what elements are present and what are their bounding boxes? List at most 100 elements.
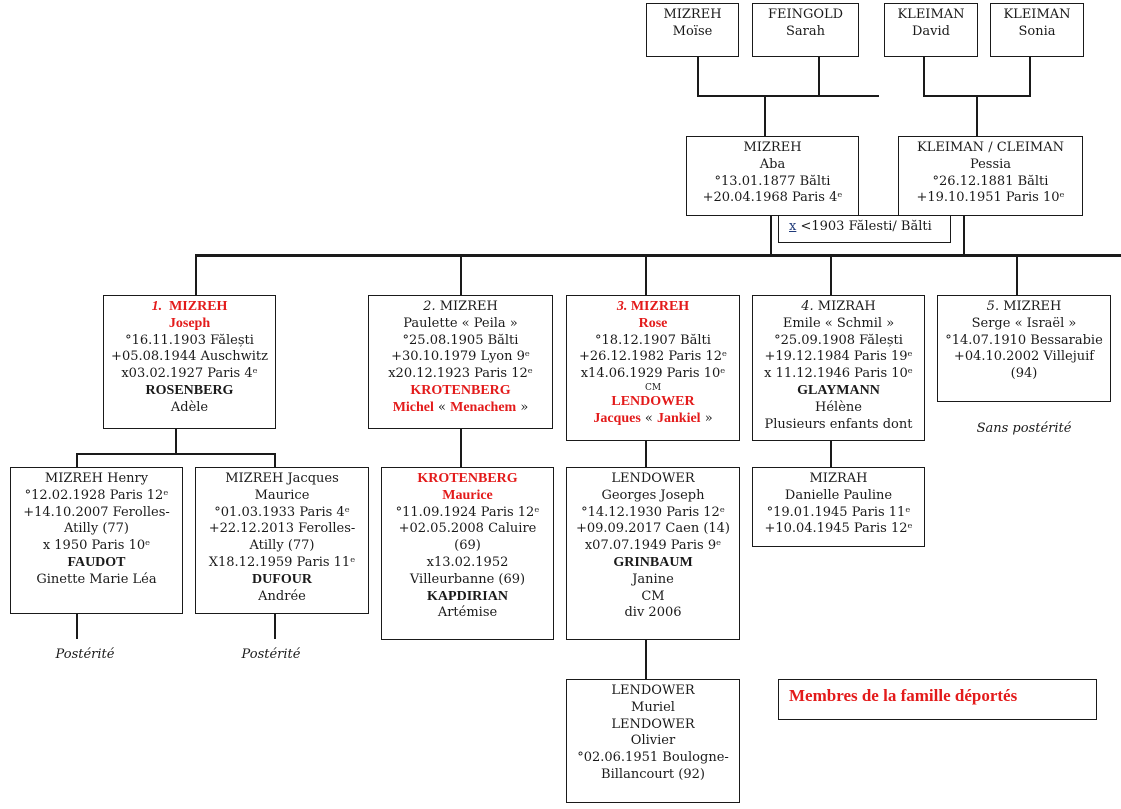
info-line: LENDOWER xyxy=(611,471,695,486)
surname: KLEIMAN / CLEIMAN xyxy=(917,140,1064,155)
marriage-text: <1903 Fălesti/ Bălti xyxy=(796,219,932,234)
info-line: Danielle Pauline xyxy=(784,487,893,503)
person-name: 1. MIZREH xyxy=(151,299,228,314)
footnote-sans-posterite: Sans postérité xyxy=(976,421,1072,436)
info-line: div 2006 xyxy=(624,605,682,621)
info-line: Muriel xyxy=(631,699,675,715)
person-box-emile-mizrah[interactable]: 4. MIZRAH Emile « Schmil » °25.09.1908 F… xyxy=(752,295,925,441)
info-line: +14.10.2007 Ferolles- xyxy=(23,504,170,520)
info-line: x 1950 Paris 10ᵉ xyxy=(42,538,151,554)
person-box-joseph-mizreh[interactable]: 1. MIZREH Joseph °16.11.1903 Fălești +05… xyxy=(103,295,276,429)
info-line: Georges Joseph xyxy=(601,487,705,503)
death: +05.08.1944 Auschwitz xyxy=(111,349,268,365)
spouse-given: Ginette Marie Léa xyxy=(36,571,157,587)
person-box-david-kleiman[interactable]: KLEIMAN David xyxy=(884,3,978,57)
connector-line xyxy=(460,255,462,295)
sibling-line xyxy=(195,254,1121,257)
info-line: °01.03.1933 Paris 4ᵉ xyxy=(214,504,350,520)
given-name: Pessia xyxy=(969,156,1012,172)
surname: KLEIMAN xyxy=(897,7,965,22)
person-box-sarah-feingold[interactable]: FEINGOLD Sarah xyxy=(752,3,859,57)
info-line: Villeurbanne (69) xyxy=(409,571,526,587)
person-box-maurice-krotenberg[interactable]: KROTENBERG Maurice °11.09.1924 Paris 12ᵉ… xyxy=(381,467,554,640)
person-box-henry-mizreh[interactable]: MIZREH Henry °12.02.1928 Paris 12ᵉ +14.1… xyxy=(10,467,183,614)
info-line: °12.02.1928 Paris 12ᵉ xyxy=(24,487,169,503)
surname: MIZREH xyxy=(743,140,802,155)
spouse-given: Hélène xyxy=(815,399,862,415)
person-box-jacques-mizreh[interactable]: MIZREH Jacques Maurice °01.03.1933 Paris… xyxy=(195,467,369,614)
person-box-rose-mizreh[interactable]: 3. MIZREH Rose °18.12.1907 Bălti +26.12.… xyxy=(566,295,740,441)
surname: KLEIMAN xyxy=(1003,7,1071,22)
marriage: x 11.12.1946 Paris 10ᵉ xyxy=(764,366,913,382)
spouse-given: Artémise xyxy=(437,605,498,621)
info-line: Atilly (77) xyxy=(63,521,130,537)
info-line: MIZRAH xyxy=(809,471,868,486)
connector-line xyxy=(976,95,978,137)
connector-line xyxy=(195,255,197,295)
info-line: °02.06.1951 Boulogne- xyxy=(577,750,729,766)
connector-line xyxy=(830,255,832,295)
connector-line xyxy=(923,56,925,96)
connector-line xyxy=(770,215,772,255)
connector-line xyxy=(76,453,78,467)
person-box-moise-mizreh[interactable]: MIZREH Moïse xyxy=(646,3,739,57)
info-line: °19.01.1945 Paris 11ᵉ xyxy=(766,504,911,520)
extra-note: Plusieurs enfants dont xyxy=(764,416,913,432)
spouse-surname: FAUDOT xyxy=(67,554,126,570)
info-line: °11.09.1924 Paris 12ᵉ xyxy=(395,504,540,520)
given-name: Aba xyxy=(759,156,786,172)
connector-line xyxy=(1016,255,1018,295)
given-name: Sonia xyxy=(1018,23,1056,39)
spouse-given: Andrée xyxy=(258,588,306,604)
person-name: 5. MIZREH xyxy=(986,299,1062,314)
person-box-danielle-mizrah[interactable]: MIZRAH Danielle Pauline °19.01.1945 Pari… xyxy=(752,467,925,547)
person-box-georges-lendower[interactable]: LENDOWER Georges Joseph °14.12.1930 Pari… xyxy=(566,467,740,640)
info-line: +10.04.1945 Paris 12ᵉ xyxy=(764,521,913,537)
surname: KROTENBERG xyxy=(417,471,518,486)
connector-line xyxy=(818,56,820,96)
person-box-aba-mizreh[interactable]: MIZREH Aba °13.01.1877 Bălti +20.04.1968… xyxy=(686,136,859,216)
connector-line xyxy=(175,428,177,454)
person-box-sonia-kleiman[interactable]: KLEIMAN Sonia xyxy=(990,3,1084,57)
connector-line xyxy=(697,95,879,97)
info-line: MIZREH Jacques xyxy=(225,471,339,486)
person-name: 2. MIZREH xyxy=(423,299,498,314)
birth: °25.08.1905 Bălti xyxy=(402,332,519,348)
surname: FEINGOLD xyxy=(767,7,844,22)
connector-line xyxy=(460,428,462,468)
person-box-paulette-mizreh[interactable]: 2. MIZREH Paulette « Peila » °25.08.1905… xyxy=(368,295,553,429)
birth: °26.12.1881 Bălti xyxy=(932,173,1049,189)
spouse-given: Adèle xyxy=(170,399,209,415)
connector-line xyxy=(645,640,647,680)
info-line: Atilly (77) xyxy=(249,538,315,554)
person-name: 4. MIZRAH xyxy=(801,299,876,314)
given-name: Paulette « Peila » xyxy=(403,315,518,331)
given-name: Emile « Schmil » xyxy=(782,315,895,331)
info-line: °14.12.1930 Paris 12ᵉ xyxy=(581,504,725,520)
person-name: 3. MIZREH xyxy=(616,299,690,314)
birth: °14.07.1910 Bessarabie xyxy=(945,332,1103,348)
person-box-serge-mizreh[interactable]: 5. MIZREH Serge « Israël » °14.07.1910 B… xyxy=(937,295,1111,402)
info-line: LENDOWER xyxy=(611,683,695,698)
connector-line xyxy=(645,440,647,468)
spouse-surname: LENDOWER xyxy=(611,393,695,409)
info-line: +22.12.2013 Ferolles- xyxy=(208,521,356,537)
connector-line xyxy=(963,215,965,255)
marriage: x20.12.1923 Paris 12ᵉ xyxy=(388,366,533,382)
birth: °25.09.1908 Fălești xyxy=(774,332,903,348)
marriage-contract-note: CM xyxy=(644,382,662,393)
info-line: +02.05.2008 Caluire xyxy=(398,521,537,537)
person-box-muriel-olivier-lendower[interactable]: LENDOWER Muriel LENDOWER Olivier °02.06.… xyxy=(566,679,740,803)
person-box-pessia-kleiman[interactable]: KLEIMAN / CLEIMAN Pessia °26.12.1881 Băl… xyxy=(898,136,1083,216)
birth: °16.11.1903 Fălești xyxy=(125,332,254,348)
info-line: (69) xyxy=(454,538,481,554)
marriage: x14.06.1929 Paris 10ᵉ xyxy=(580,366,726,382)
marriage-symbol: x xyxy=(789,219,797,234)
spouse-surname: DUFOUR xyxy=(252,571,312,587)
connector-line xyxy=(764,95,766,137)
death: +30.10.1979 Lyon 9ᵉ xyxy=(391,349,530,365)
info-line: Olivier xyxy=(630,733,676,749)
spouse-given: Janine xyxy=(632,571,674,587)
surname: MIZREH xyxy=(663,7,722,22)
spouse-surname: KAPDIRIAN xyxy=(427,588,508,604)
